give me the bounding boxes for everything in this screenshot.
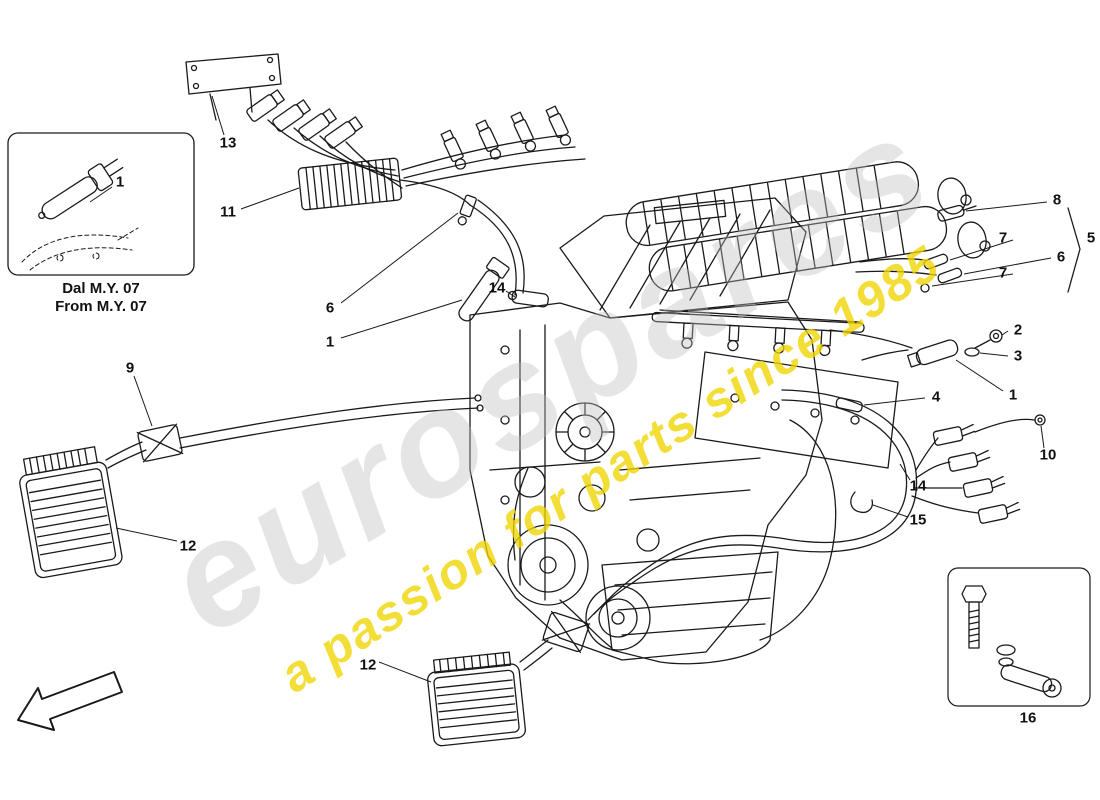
engine-block <box>469 301 837 665</box>
inset-caption-line2: From M.Y. 07 <box>55 298 147 315</box>
top-harness <box>399 105 586 322</box>
cylinder-head-fuel-rail <box>651 309 899 469</box>
group-bracket <box>1067 207 1081 293</box>
left-harness-ecu <box>19 394 484 579</box>
right-coil-hardware <box>829 329 1003 368</box>
inset-caption: Dal M.Y. 07 From M.Y. 07 <box>8 280 194 316</box>
leader-lines <box>89 95 1052 683</box>
alternator-pulleys <box>507 402 660 651</box>
inset-caption-line1: Dal M.Y. 07 <box>62 280 140 297</box>
right-harness <box>624 389 1046 589</box>
inset-box <box>7 132 195 276</box>
bolt-fitting-group <box>947 567 1091 707</box>
mounting-bracket <box>185 53 282 121</box>
finned-module <box>297 157 403 211</box>
coil-pack <box>246 89 403 189</box>
valve-cover <box>559 197 807 319</box>
bottom-harness-ecu <box>427 579 631 747</box>
upper-right-fittings <box>855 204 977 293</box>
direction-arrow <box>17 671 123 731</box>
